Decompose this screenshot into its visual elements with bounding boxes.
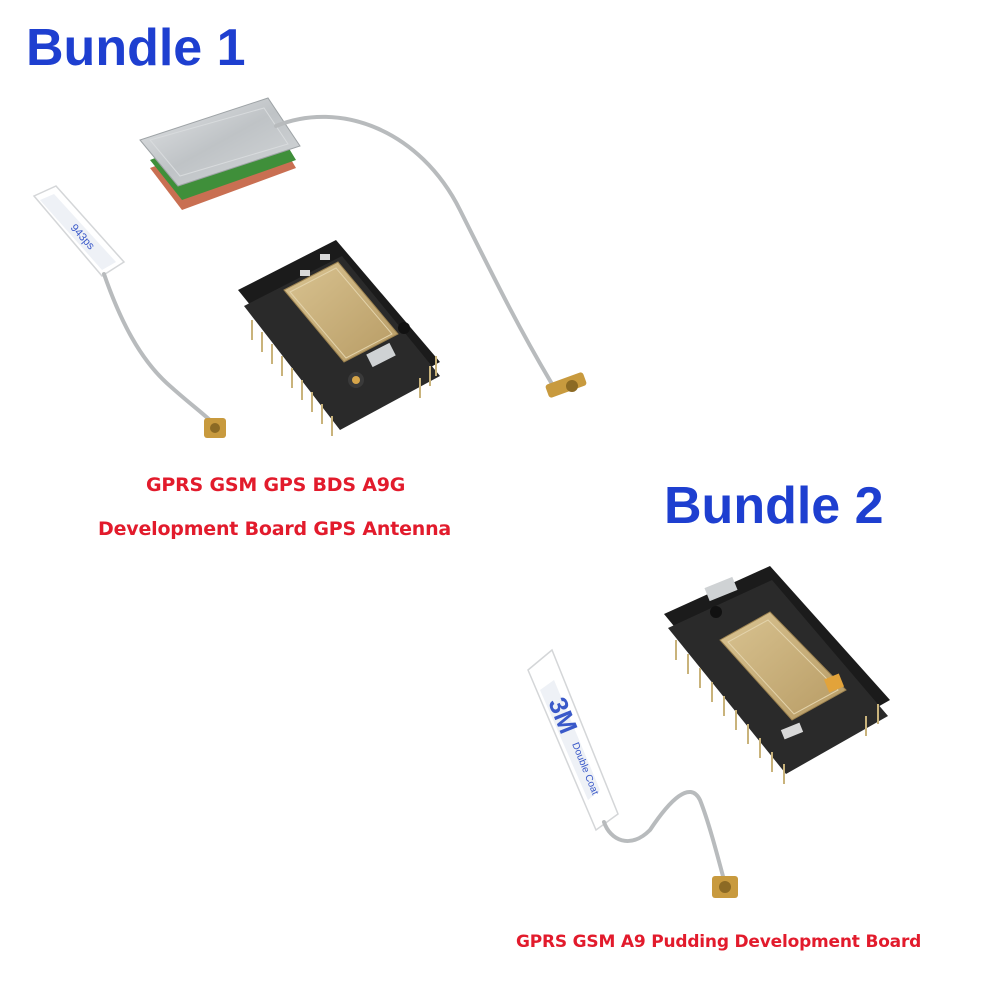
gsm-ufl-connector-2 — [712, 876, 738, 898]
gsm-flex-antenna-1: 943ps — [32, 185, 126, 277]
gsm-ufl-connector-1 — [204, 418, 226, 438]
gsm-antenna-cable-1 — [102, 272, 216, 426]
gsm-flex-antenna-2: 3M Double Coat — [527, 648, 619, 832]
a9g-development-board — [238, 240, 440, 436]
gps-antenna-cable — [274, 114, 554, 386]
gps-ufl-connector — [545, 372, 587, 398]
bundle-2-title: Bundle 2 — [664, 477, 884, 535]
gsm-antenna-cable-2 — [602, 790, 726, 882]
bundle-1-title: Bundle 1 — [26, 19, 246, 77]
bundle-1-caption-line-2: Development Board GPS Antenna — [98, 518, 452, 540]
bundle-2-caption: GPRS GSM A9 Pudding Development Board — [516, 932, 922, 952]
gps-patch-antenna — [139, 97, 301, 210]
a9-pudding-board — [664, 566, 890, 784]
bundle-1-caption-line-1: GPRS GSM GPS BDS A9G — [146, 474, 406, 496]
